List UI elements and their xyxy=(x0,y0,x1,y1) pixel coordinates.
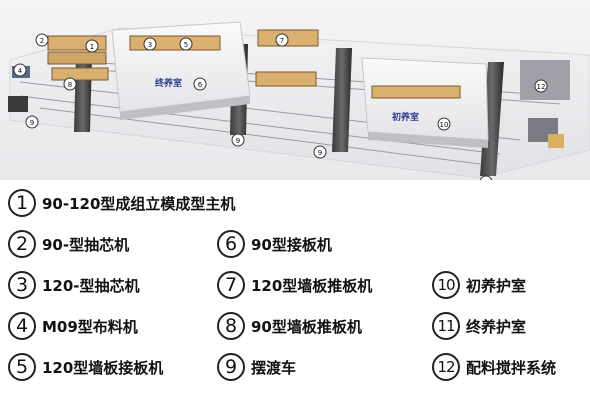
svg-text:6: 6 xyxy=(198,81,203,89)
svg-text:12: 12 xyxy=(537,83,546,91)
svg-text:1: 1 xyxy=(90,43,94,51)
legend-label-3: 120-型抽芯机 xyxy=(42,276,140,295)
legend-label-1: 90-120型成组立模成型主机 xyxy=(42,194,236,213)
legend-label-7: 120型墙板推板机 xyxy=(251,276,373,295)
initial-room-label: 初养室 xyxy=(392,111,419,123)
svg-text:8: 8 xyxy=(68,81,72,89)
legend-item-12: 12 配料搅拌系统 xyxy=(432,351,556,383)
plant-layout-diagram: 终养室 初养室 1 2 3 4 5 6 7 8 9 9 9 9 10 xyxy=(0,0,590,180)
legend-label-11: 终养护室 xyxy=(466,317,527,336)
svg-text:2: 2 xyxy=(40,37,44,45)
legend-label-5: 120型墙板接板机 xyxy=(42,358,164,377)
legend-item-6: 6 90型接板机 xyxy=(217,228,332,260)
legend-item-11: 11 终养护室 xyxy=(432,310,526,342)
marker-2: 2 xyxy=(35,33,49,47)
marker-8: 8 xyxy=(63,77,77,91)
legend-num-12: 12 xyxy=(432,353,460,381)
svg-text:11: 11 xyxy=(198,83,207,91)
legend-item-4: 4 M09型布料机 xyxy=(8,310,138,342)
legend-num-3: 3 xyxy=(8,271,36,299)
svg-text:10: 10 xyxy=(440,121,449,129)
legend-num-11: 11 xyxy=(432,312,460,340)
svg-text:5: 5 xyxy=(184,41,188,49)
legend-item-1: 1 90-120型成组立模成型主机 xyxy=(8,187,235,219)
legend-num-9: 9 xyxy=(217,353,245,381)
marker-7: 7 xyxy=(275,33,289,47)
legend-item-8: 8 90型墙板推板机 xyxy=(217,310,362,342)
legend-label-6: 90型接板机 xyxy=(251,235,332,254)
marker-9c: 9 xyxy=(313,145,327,159)
legend-item-5: 5 120型墙板接板机 xyxy=(8,351,163,383)
legend-num-1: 1 xyxy=(8,189,36,217)
svg-text:9: 9 xyxy=(236,137,240,145)
marker-10: 10 xyxy=(437,117,451,131)
marker-9b: 9 xyxy=(231,133,245,147)
marker-11: 11 xyxy=(198,83,207,91)
legend-label-2: 90-型抽芯机 xyxy=(42,235,130,254)
legend-num-4: 4 xyxy=(8,312,36,340)
svg-text:9: 9 xyxy=(318,149,322,157)
marker-3: 3 xyxy=(143,37,157,51)
initial-curing-room: 初养室 xyxy=(361,57,489,148)
svg-text:7: 7 xyxy=(280,37,284,45)
marker-1: 1 xyxy=(85,39,99,53)
legend-num-7: 7 xyxy=(217,271,245,299)
legend-num-2: 2 xyxy=(8,230,36,258)
svg-text:4: 4 xyxy=(18,67,23,75)
legend-item-10: 10 初养护室 xyxy=(432,269,526,301)
legend-item-9: 9 摆渡车 xyxy=(217,351,296,383)
svg-text:9: 9 xyxy=(484,179,488,180)
legend-item-2: 2 90-型抽芯机 xyxy=(8,228,129,260)
legend-label-12: 配料搅拌系统 xyxy=(466,358,557,377)
marker-6: 6 xyxy=(193,77,207,91)
machines xyxy=(8,60,570,148)
diagram-markers: 1 2 3 4 5 6 7 8 9 9 9 9 10 11 12 xyxy=(13,33,548,180)
legend-num-10: 10 xyxy=(432,271,460,299)
legend-label-9: 摆渡车 xyxy=(251,358,297,377)
legend-num-5: 5 xyxy=(8,353,36,381)
marker-12: 12 xyxy=(534,79,548,93)
legend-label-4: M09型布料机 xyxy=(42,317,138,336)
legend-num-6: 6 xyxy=(217,230,245,258)
marker-9: 9 xyxy=(25,115,39,129)
svg-text:9: 9 xyxy=(30,119,34,127)
legend-label-8: 90型墙板推板机 xyxy=(251,317,362,336)
marker-4: 4 xyxy=(13,63,27,77)
marker-9d: 9 xyxy=(479,175,493,180)
legend-num-8: 8 xyxy=(217,312,245,340)
svg-text:3: 3 xyxy=(148,41,152,49)
legend-item-7: 7 120型墙板推板机 xyxy=(217,269,372,301)
marker-5: 5 xyxy=(179,37,193,51)
legend-item-3: 3 120-型抽芯机 xyxy=(8,269,140,301)
final-room-label: 终养室 xyxy=(154,77,182,89)
legend-label-10: 初养护室 xyxy=(466,276,527,295)
